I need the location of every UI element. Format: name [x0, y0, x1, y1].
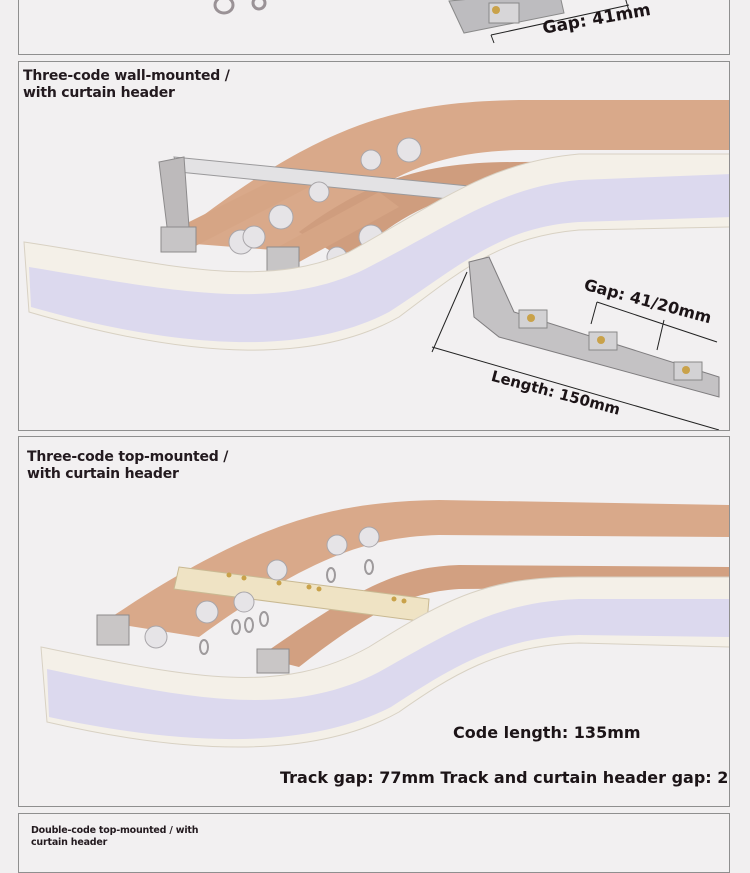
panel-top-partial: Gap: 41mm [18, 0, 730, 55]
panel-three-code-wall-mounted: Three-code wall-mounted / with curtain h… [18, 61, 730, 431]
title-line-1: Three-code wall-mounted / [23, 68, 230, 84]
panel-double-code-top-mounted: Double-code top-mounted / with curtain h… [18, 813, 730, 873]
title-line-1: Three-code top-mounted / [27, 449, 229, 465]
title-line-2: with curtain header [23, 85, 175, 101]
title-line-2: curtain header [31, 837, 108, 848]
bracket-image-partial [213, 0, 630, 44]
wall-mounted-track-image [23, 100, 729, 430]
track-gap-label: Track gap: 77mm Track and curtain header… [280, 768, 730, 787]
section-title: Three-code top-mounted / with curtain he… [27, 449, 228, 483]
top-mounted-track-image [40, 500, 729, 748]
code-length-label: Code length: 135mm [453, 723, 641, 742]
section-title: Three-code wall-mounted / with curtain h… [23, 68, 230, 102]
section-title: Double-code top-mounted / with curtain h… [31, 825, 198, 849]
title-line-2: with curtain header [27, 466, 179, 482]
title-line-1: Double-code top-mounted / with [31, 825, 199, 836]
panel-three-code-top-mounted: Three-code top-mounted / with curtain he… [18, 436, 730, 807]
